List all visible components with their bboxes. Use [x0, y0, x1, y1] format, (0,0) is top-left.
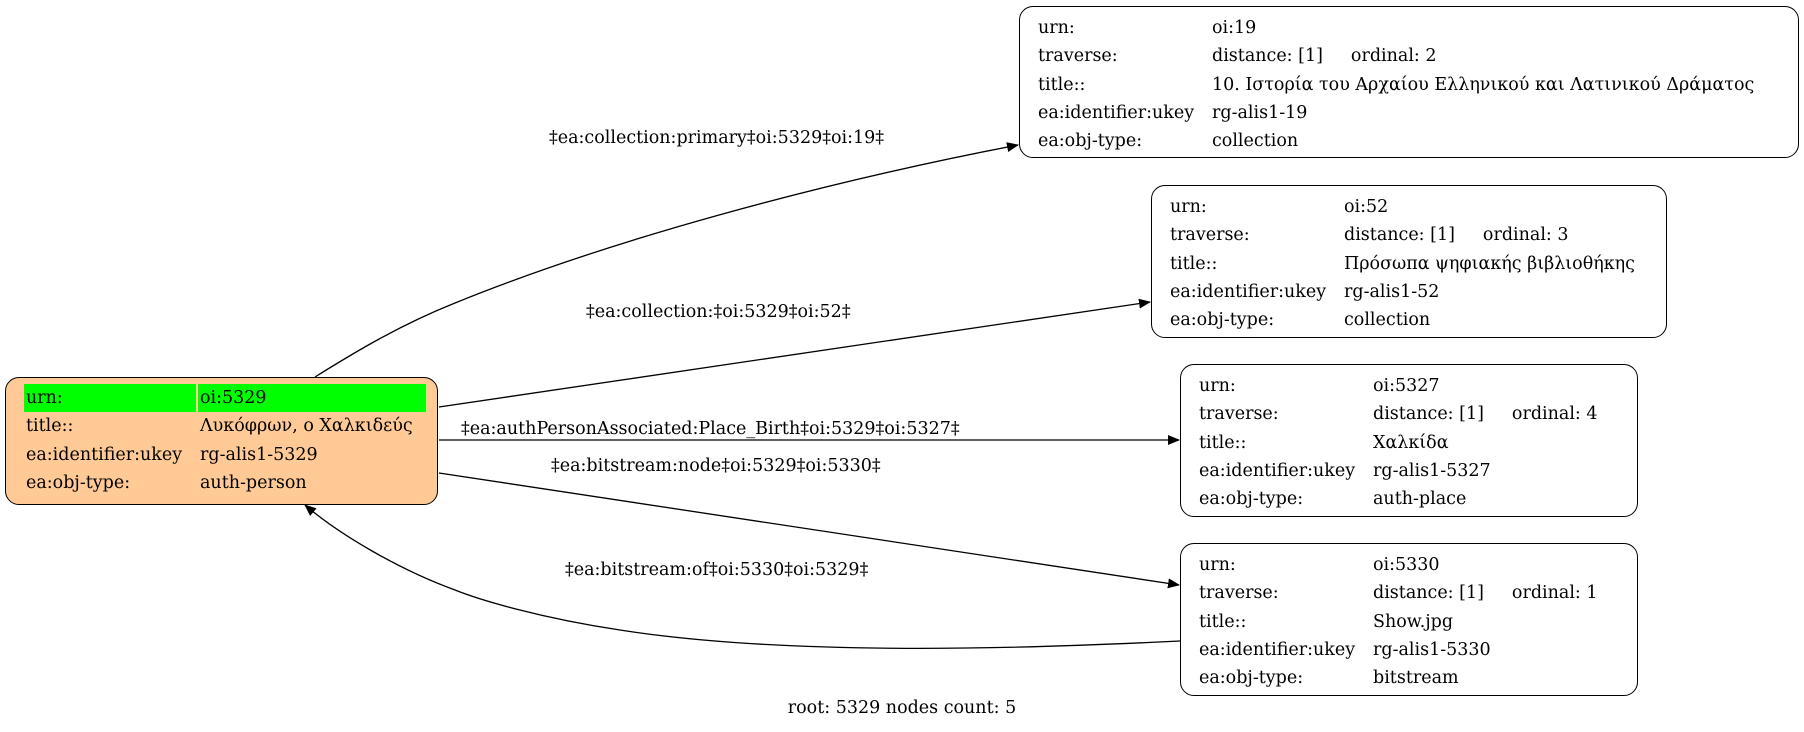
traverse-key: traverse: — [1199, 583, 1279, 604]
ukey-key: ea:identifier:ukey — [1199, 639, 1356, 660]
node-table: urn: oi:5330 traverse: distance: [1] ordi… — [1195, 551, 1602, 692]
title-value: 10. Ιστορία του Αρχαίου Ελληνικού και Λα… — [1212, 74, 1755, 95]
row-value: auth-person — [200, 472, 307, 493]
edge-bitstream-of — [304, 504, 1181, 650]
ukey-value: rg-alis1-5327 — [1373, 460, 1491, 481]
root-ukey-row: ea:identifier:ukey rg-alis1-5329 — [24, 441, 426, 469]
urn-key: urn: — [1199, 376, 1236, 396]
ukey-key: ea:identifier:ukey — [1199, 460, 1356, 481]
urn-value: oi:19 — [1212, 18, 1257, 38]
node-table: urn: oi:5327 traverse: distance: [1] ordi… — [1195, 372, 1602, 513]
node-table: urn: oi:19 traverse: distance: [1] ordina… — [1034, 14, 1758, 155]
edge-label-collection-primary: ‡ea:collection:primary‡oi:5329‡oi:19‡ — [549, 128, 885, 148]
title-key: title:: — [1038, 74, 1086, 95]
row-value: oi:5329 — [198, 384, 426, 413]
root-title-row: title:: Λυκόφρων, ο Χαλκιδεύς — [24, 412, 426, 440]
edge-label-bitstream-node: ‡ea:bitstream:node‡oi:5329‡oi:5330‡ — [551, 456, 881, 476]
node-oi-19[interactable]: urn: oi:19 traverse: distance: [1] ordina… — [1019, 6, 1799, 158]
ukey-key: ea:identifier:ukey — [1038, 102, 1195, 123]
row-value: Λυκόφρων, ο Χαλκιδεύς — [200, 416, 413, 437]
ukey-value: rg-alis1-5330 — [1373, 639, 1491, 660]
root-type-row: ea:obj-type: auth-person — [24, 469, 426, 497]
root-node[interactable]: urn: oi:5329 title:: Λυκόφρων, ο Χαλκιδε… — [5, 377, 438, 505]
ukey-key: ea:identifier:ukey — [1170, 281, 1327, 302]
title-key: title:: — [1199, 611, 1247, 632]
type-key: ea:obj-type: — [1038, 131, 1143, 152]
traverse-key: traverse: — [1199, 404, 1279, 425]
type-value: auth-place — [1373, 489, 1467, 510]
type-key: ea:obj-type: — [1199, 489, 1304, 510]
root-urn-row: urn: oi:5329 — [24, 384, 426, 413]
ordinal-value: ordinal: 1 — [1511, 583, 1598, 604]
row-key: urn: — [24, 384, 196, 413]
traverse-key: traverse: — [1038, 46, 1118, 67]
urn-value: oi:5327 — [1373, 376, 1440, 396]
edge-label-collection: ‡ea:collection:‡oi:5329‡oi:52‡ — [586, 302, 851, 322]
node-oi-5330[interactable]: urn: oi:5330 traverse: distance: [1] ordi… — [1180, 543, 1638, 696]
title-value: Show.jpg — [1373, 611, 1454, 632]
edge-bitstream-node — [438, 472, 1180, 589]
urn-value: oi:52 — [1344, 197, 1389, 217]
urn-value: oi:5330 — [1373, 555, 1440, 575]
urn-key: urn: — [1038, 18, 1075, 38]
distance-value: distance: [1] — [1373, 583, 1484, 604]
row-key: title:: — [26, 416, 74, 437]
title-key: title:: — [1170, 253, 1218, 274]
edge-label-place-birth: ‡ea:authPersonAssociated:Place_Birth‡oi:… — [461, 419, 960, 439]
ukey-value: rg-alis1-52 — [1344, 281, 1440, 302]
row-key: ea:obj-type: — [26, 472, 131, 493]
row-key: ea:identifier:ukey — [26, 444, 183, 465]
type-value: collection — [1212, 131, 1299, 152]
ukey-value: rg-alis1-19 — [1212, 102, 1308, 123]
type-key: ea:obj-type: — [1199, 668, 1304, 689]
node-oi-52[interactable]: urn: oi:52 traverse: distance: [1] ordina… — [1151, 185, 1667, 338]
traverse-key: traverse: — [1170, 225, 1250, 246]
ordinal-value: ordinal: 3 — [1482, 225, 1569, 246]
title-value: Πρόσωπα ψηφιακής βιβλιοθήκης — [1344, 253, 1635, 274]
title-key: title:: — [1199, 432, 1247, 453]
edge-collection — [438, 298, 1151, 408]
row-value: rg-alis1-5329 — [200, 444, 318, 465]
edge-label-bitstream-of: ‡ea:bitstream:of‡oi:5330‡oi:5329‡ — [565, 560, 869, 580]
distance-value: distance: [1] — [1373, 404, 1484, 425]
ordinal-value: ordinal: 2 — [1350, 46, 1437, 67]
distance-value: distance: [1] — [1212, 46, 1323, 67]
title-value: Χαλκίδα — [1373, 432, 1449, 453]
ordinal-value: ordinal: 4 — [1511, 404, 1598, 425]
root-node-table: urn: oi:5329 title:: Λυκόφρων, ο Χαλκιδε… — [22, 384, 428, 497]
urn-key: urn: — [1199, 555, 1236, 575]
type-key: ea:obj-type: — [1170, 310, 1275, 331]
graph-footer: root: 5329 nodes count: 5 — [787, 698, 1017, 718]
urn-key: urn: — [1170, 197, 1207, 217]
node-oi-5327[interactable]: urn: oi:5327 traverse: distance: [1] ordi… — [1180, 364, 1638, 517]
distance-value: distance: [1] — [1344, 225, 1455, 246]
type-value: bitstream — [1373, 668, 1459, 689]
node-table: urn: oi:52 traverse: distance: [1] ordina… — [1166, 193, 1639, 334]
edge-collection-primary — [314, 142, 1019, 378]
type-value: collection — [1344, 310, 1431, 331]
